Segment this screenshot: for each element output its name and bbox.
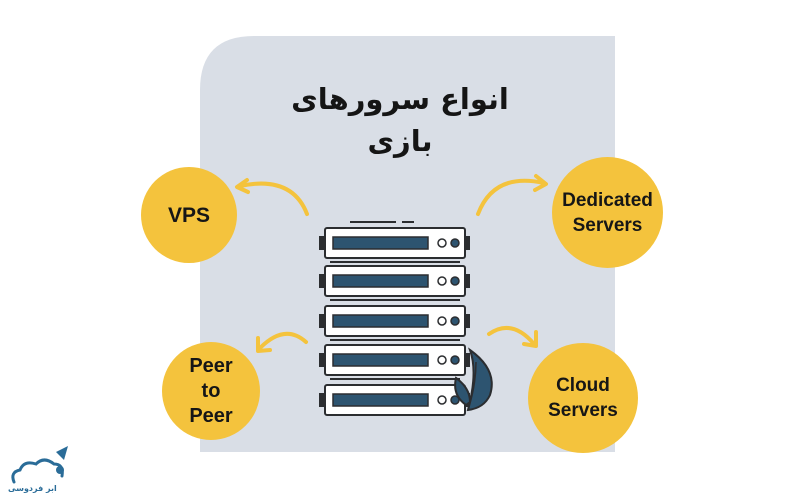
server-unit (319, 265, 470, 301)
title-line-1: انواع سرورهای (291, 82, 509, 116)
node-p2p-label: Peer to Peer (189, 354, 233, 427)
node-cloud-label: Cloud Servers (548, 375, 618, 421)
node-vps-label: VPS (167, 203, 211, 227)
arrow-to-dedicated (476, 174, 548, 216)
server-unit (319, 305, 470, 341)
arrow-to-vps (235, 178, 309, 216)
node-dedicated-label: Dedicated Servers (562, 189, 653, 236)
server-unit (319, 344, 470, 380)
node-dedicated-servers: Dedicated Servers (552, 157, 663, 268)
node-vps: VPS (141, 167, 237, 263)
server-unit (319, 227, 470, 263)
arrow-to-p2p (256, 331, 308, 353)
node-cloud-servers: Cloud Servers (528, 343, 638, 453)
node-peer-to-peer: Peer to Peer (162, 342, 260, 440)
diagram-title: انواع سرورهای بازی (250, 78, 550, 162)
server-unit (319, 384, 470, 416)
brand-logo-text: ابر فردوسی (8, 484, 57, 493)
title-line-2: بازی (367, 124, 433, 158)
arrow-to-cloud (487, 325, 538, 348)
